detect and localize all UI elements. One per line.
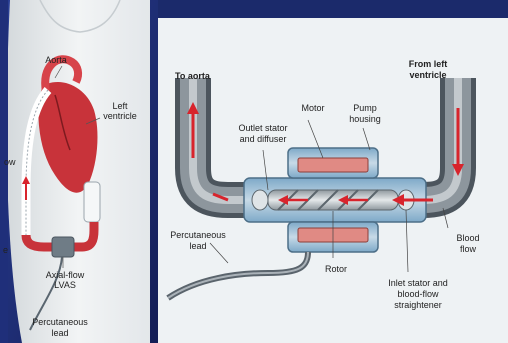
axial-flow-lvas-label-line1: Axial-flow <box>40 270 90 280</box>
rotor-label: Rotor <box>318 264 354 274</box>
pump-housing-label-line2: housing <box>340 114 390 124</box>
outlet-stator-label-line2: and diffuser <box>228 134 298 144</box>
e-partial-label: e <box>3 245 8 255</box>
left-ventricle-label-line2: ventricle <box>100 111 140 121</box>
outlet-stator-label-line1: Outlet stator <box>228 123 298 133</box>
left-illustration-panel: Aorta Left ventricle ow e Axial-flow LVA… <box>0 0 158 343</box>
left-ventricle-label-line1: Left <box>100 101 140 111</box>
blood-flow-label-line1: Blood <box>448 233 488 243</box>
pump-housing-label-line1: Pump <box>340 103 390 113</box>
motor-label: Motor <box>293 103 333 113</box>
percutaneous-lead-label-line1: Percutaneous <box>22 317 98 327</box>
axial-flow-lvas-label-line2: LVAS <box>40 280 90 290</box>
aorta-label: Aorta <box>40 55 72 65</box>
pump-cross-section-panel: To aorta From left ventricle Motor Pump … <box>158 18 508 343</box>
percutaneous-lead-label-line1-right: Percutaneous <box>163 230 233 240</box>
from-left-ventricle-label-line1: From left <box>388 59 468 69</box>
from-left-ventricle-label-line2: ventricle <box>388 70 468 80</box>
inlet-stator-label-line1: Inlet stator and <box>373 278 463 288</box>
inlet-stator-label-line2: blood-flow <box>373 289 463 299</box>
inlet-stator-label-line3: straightener <box>373 300 463 310</box>
percutaneous-lead-label-line2: lead <box>22 328 98 338</box>
body-heart-illustration <box>0 0 158 343</box>
to-aorta-label: To aorta <box>175 71 210 81</box>
percutaneous-lead-label-line2-right: lead <box>163 241 233 251</box>
flow-partial-label: ow <box>4 157 16 167</box>
blood-flow-label-line2: flow <box>448 244 488 254</box>
